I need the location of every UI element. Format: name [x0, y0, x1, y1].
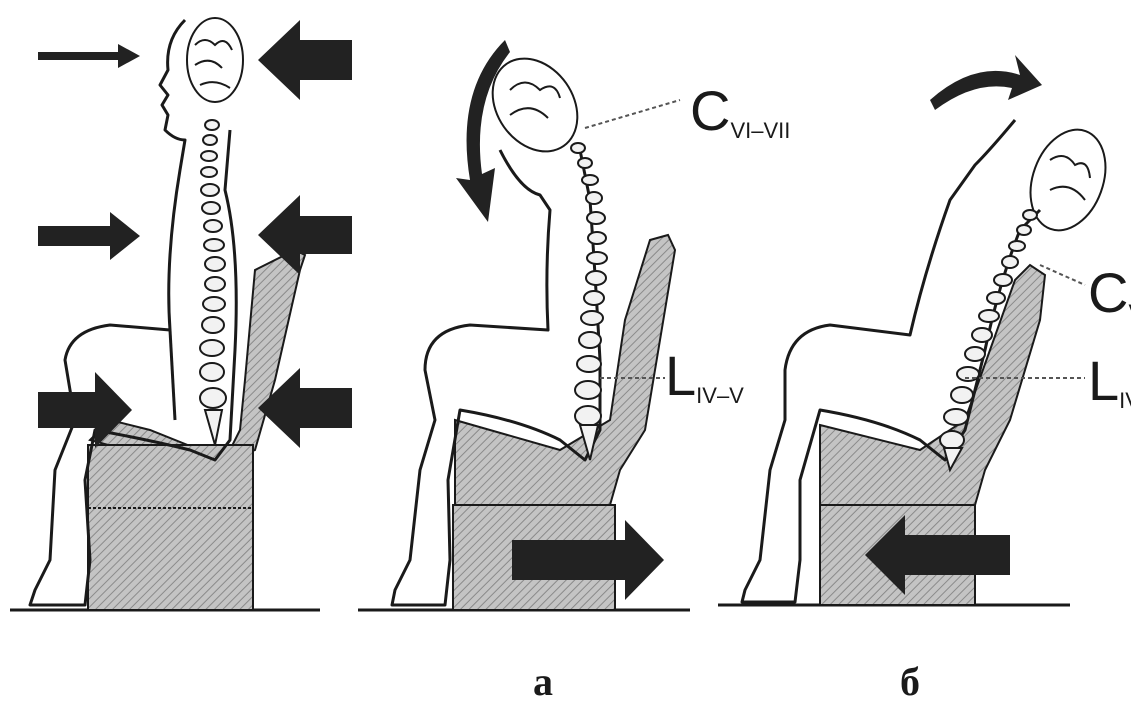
spine	[200, 120, 226, 445]
figure-extension: CV LIV б	[718, 55, 1131, 704]
car-seat	[88, 250, 305, 610]
arrow-left-thick-icon	[258, 20, 352, 100]
leader-line	[585, 100, 680, 128]
force-arrows	[38, 20, 352, 448]
arrow-right-medium-icon	[38, 212, 140, 260]
label-c-lower: CV	[1088, 261, 1131, 325]
brain	[187, 18, 243, 102]
label-l-upper: LIV–V	[665, 344, 744, 408]
panel-label-b: б	[900, 659, 920, 704]
arrow-right-thin-icon	[38, 44, 140, 68]
curved-arrow-right-icon	[930, 55, 1042, 110]
leader-line	[1040, 265, 1085, 285]
panel-label-a: а	[533, 659, 553, 704]
label-l-lower: LIV	[1088, 349, 1131, 413]
brain	[1017, 119, 1118, 241]
figure-neutral	[10, 18, 352, 610]
label-c-upper: CVI–VII	[690, 79, 790, 143]
